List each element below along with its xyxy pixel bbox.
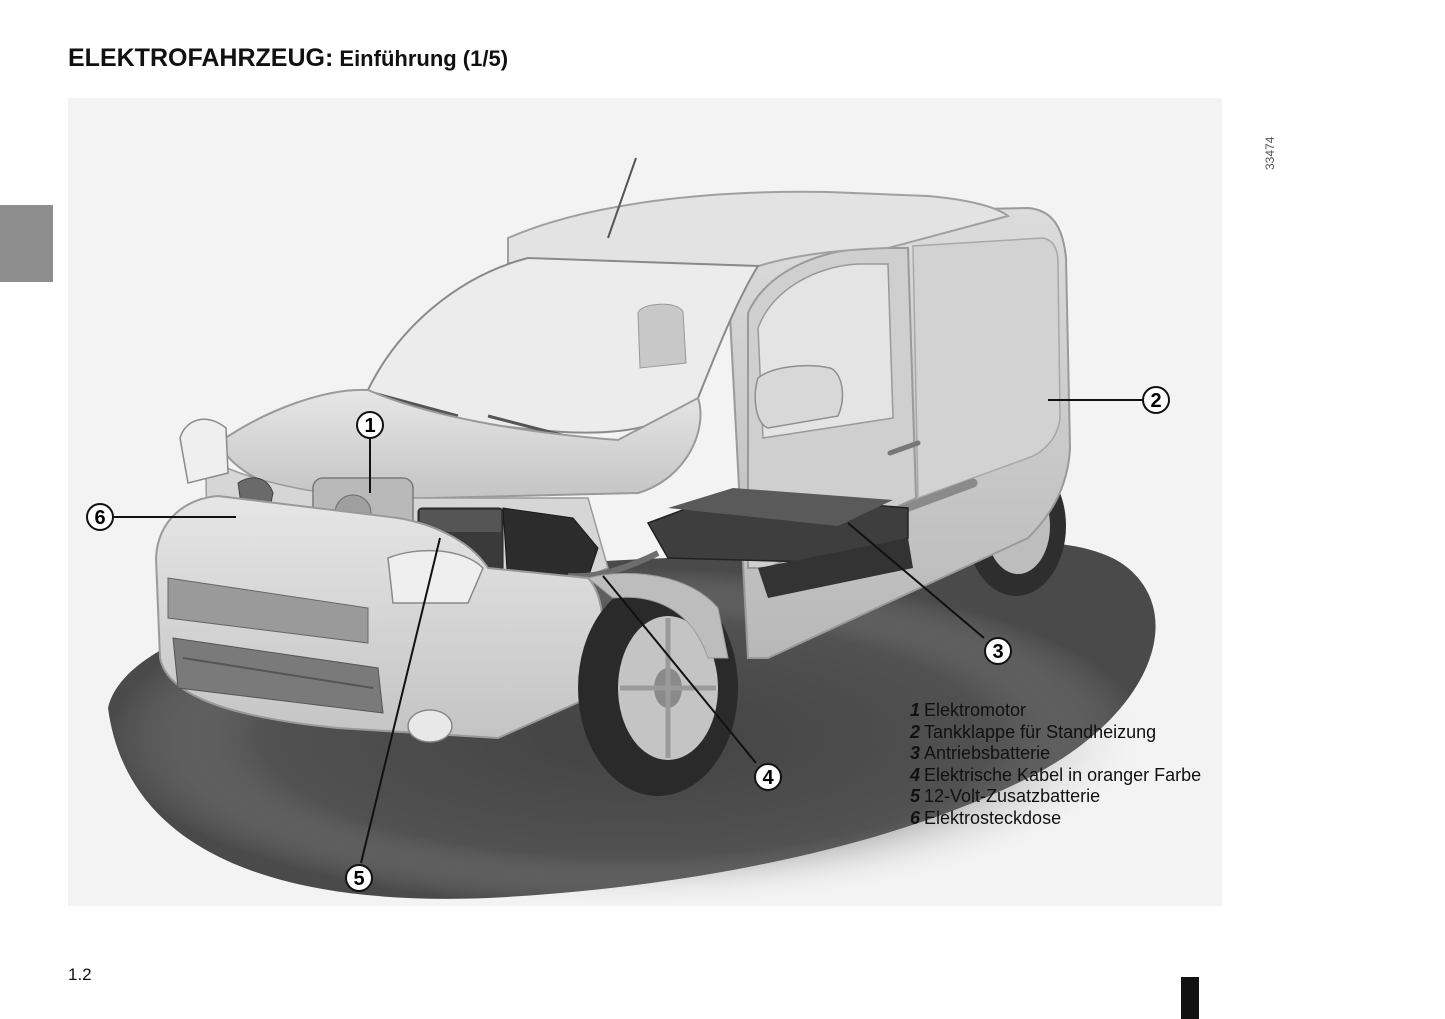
headlight-left (179, 418, 229, 484)
callout-1: 1 (356, 411, 384, 439)
page-number: 1.2 (68, 965, 92, 984)
front-grille (167, 577, 384, 714)
page-edge-marker (1181, 977, 1199, 1019)
vehicle-illustration: 1 2 3 4 5 6 (68, 98, 1222, 906)
callout-4: 4 (754, 763, 782, 791)
callout-1-label: 1 (364, 415, 375, 437)
front-wheel-arch (586, 572, 729, 659)
title-sub: Einführung (1/5) (333, 46, 509, 71)
rear-door-window (912, 237, 1061, 500)
title-main: ELEKTROFAHRZEUG: (68, 44, 334, 72)
callout-5-label: 5 (353, 868, 364, 890)
section-tab-marker (0, 205, 53, 282)
headlight-right (387, 549, 484, 604)
image-reference-number: 33474 (1263, 136, 1277, 170)
callout-2: 2 (1142, 386, 1170, 414)
image-reference-text: 33474 (1263, 136, 1277, 170)
page-title: ELEKTROFAHRZEUG: Einführung (1/5) (68, 44, 508, 73)
traction-battery (646, 488, 913, 598)
callout-leaders (114, 399, 1142, 864)
callout-4-label: 4 (762, 767, 774, 789)
callout-3-label: 3 (992, 641, 1003, 663)
fog-light (407, 709, 453, 743)
door-handle (887, 440, 921, 456)
seat (637, 303, 687, 369)
callout-6: 6 (86, 503, 114, 531)
callout-5: 5 (345, 864, 373, 892)
side-mirror (754, 364, 844, 429)
roof (507, 190, 1011, 280)
callout-2-label: 2 (1150, 390, 1161, 412)
callout-6-label: 6 (94, 507, 105, 529)
antenna (607, 157, 637, 239)
callout-3: 3 (984, 637, 1012, 665)
